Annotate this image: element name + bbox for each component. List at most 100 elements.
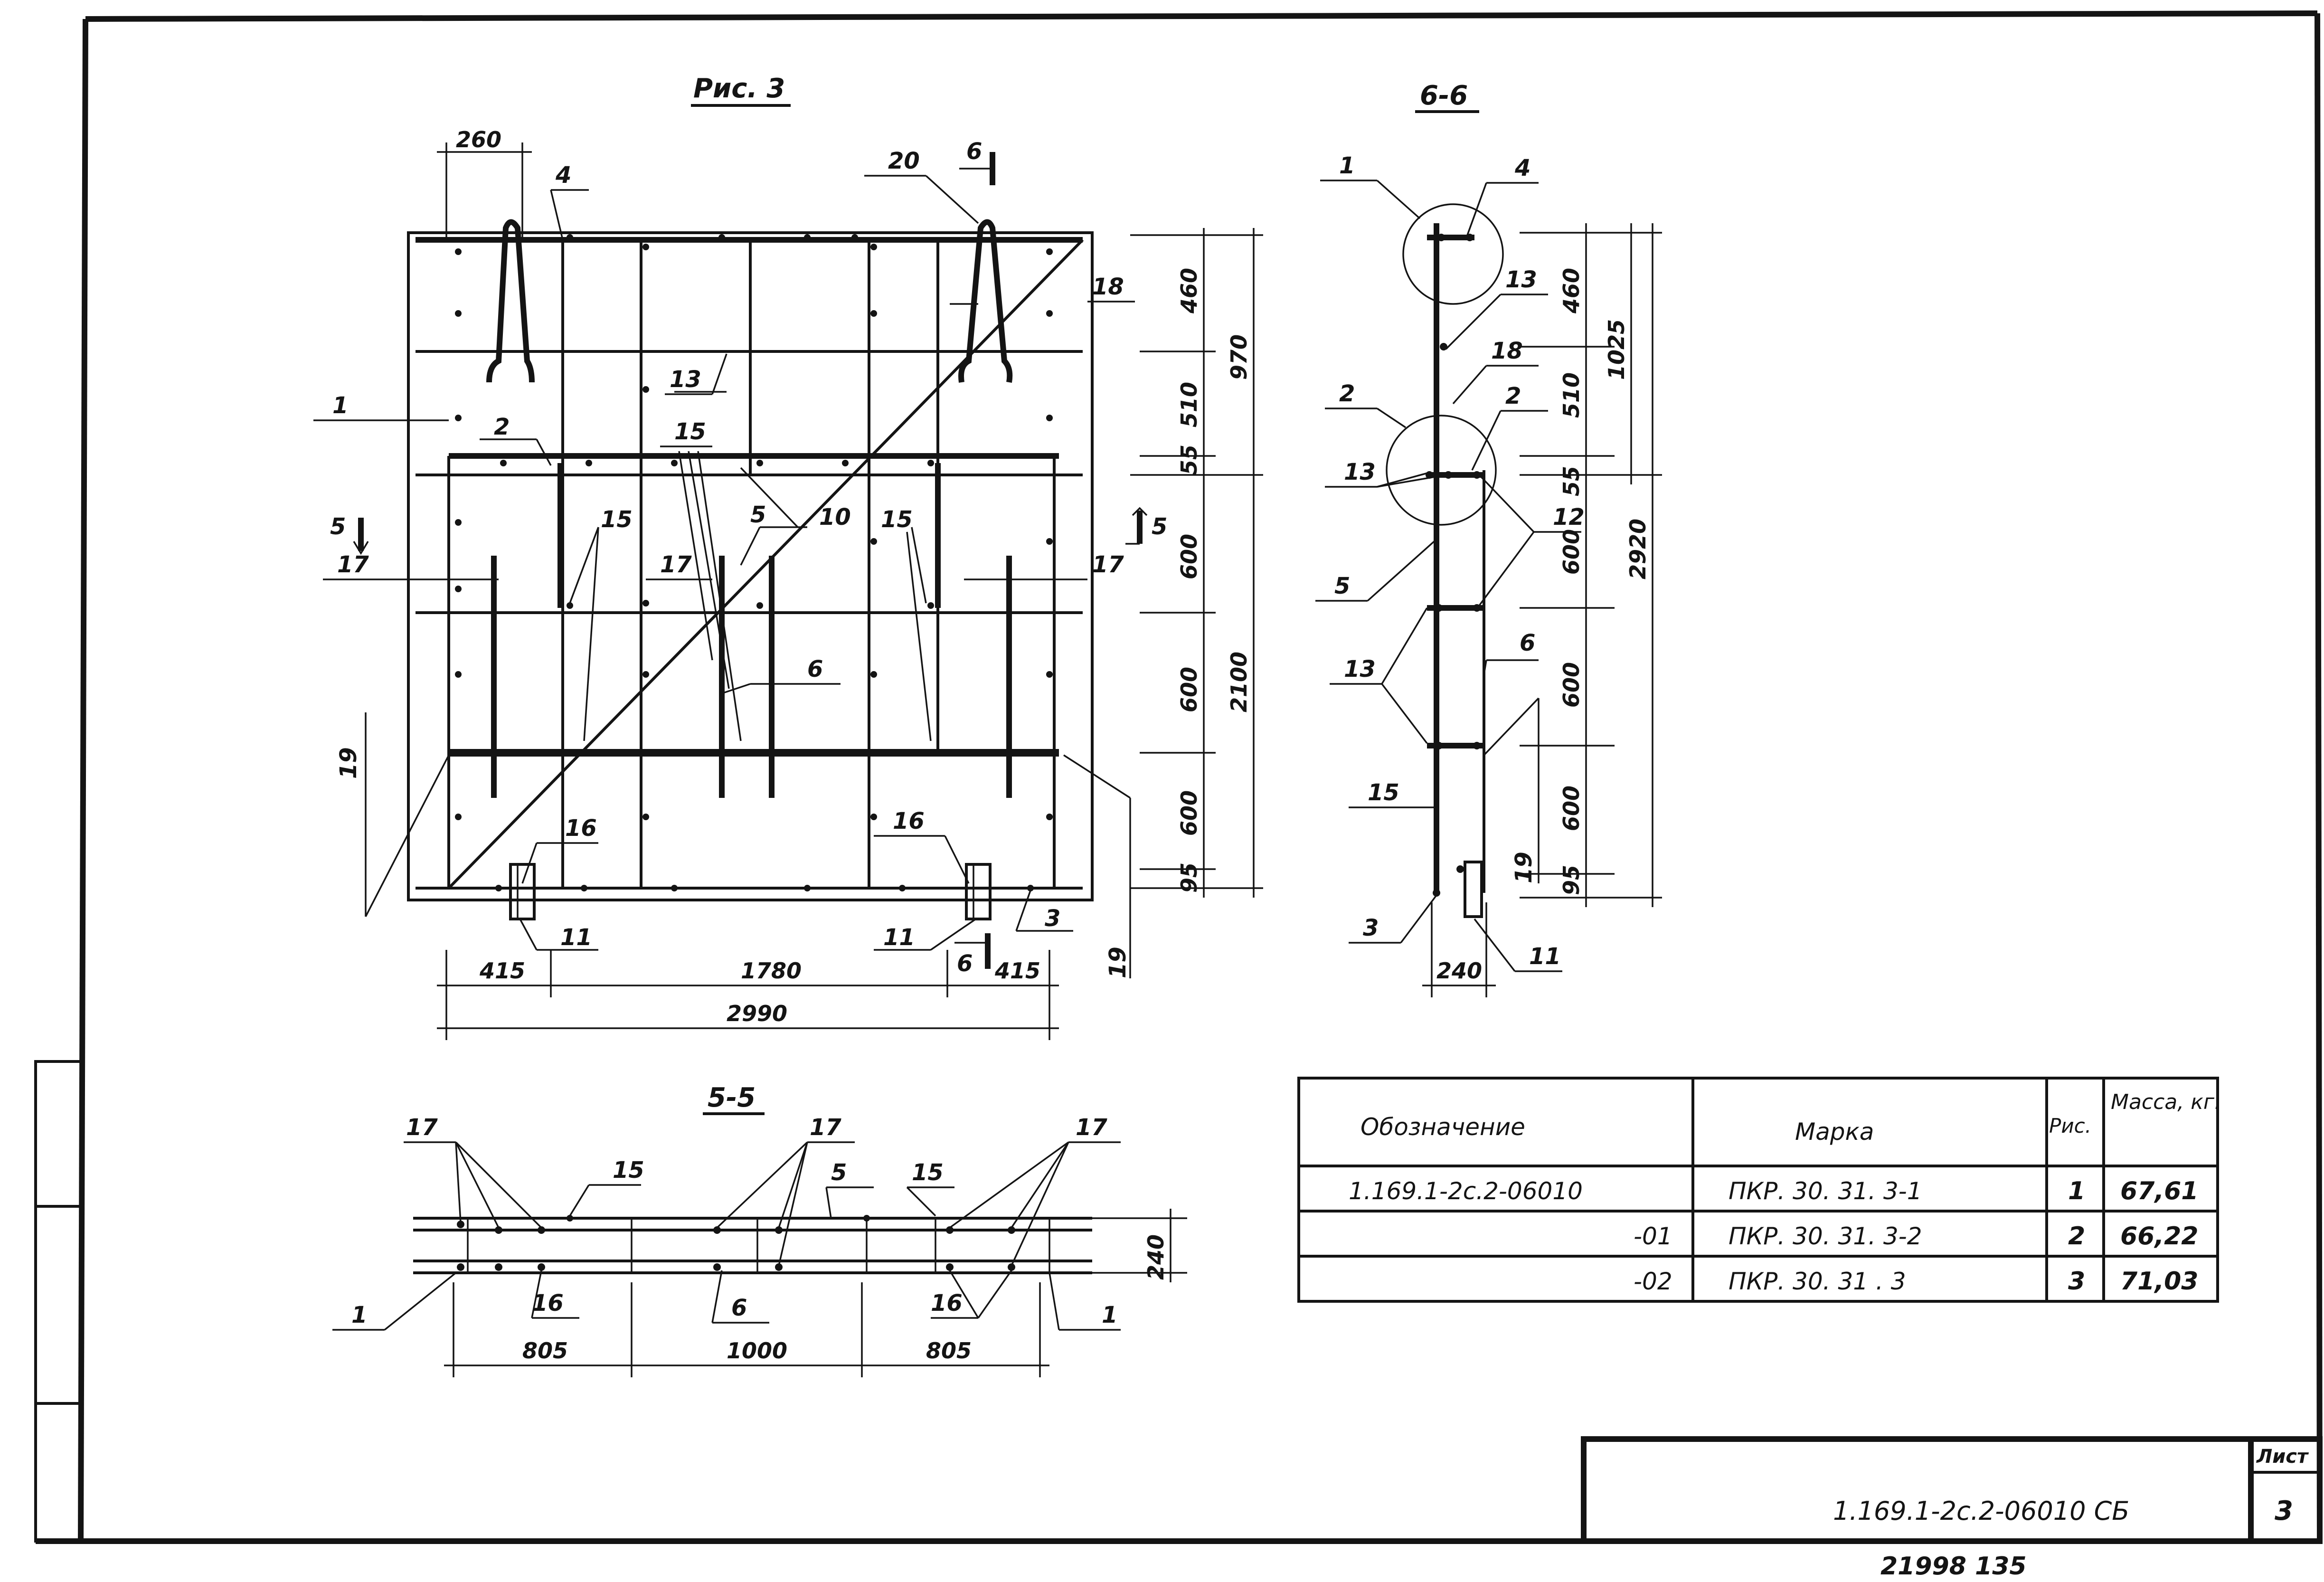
s55-callout-17-right: 17 <box>1076 1114 1107 1141</box>
callout-2: 2 <box>494 414 510 440</box>
s66-dim-460: 460 <box>1559 268 1584 314</box>
s66-callout-13-low: 13 <box>1344 656 1376 682</box>
figure-3-elevation: Рис. 3 <box>313 73 1263 1040</box>
table-header-mass: Масса, кг. <box>2111 1090 2221 1114</box>
s66-callout-6: 6 <box>1520 630 1535 656</box>
callout-15-right: 15 <box>881 506 913 533</box>
cut-6-bottom-label: 6 <box>957 950 973 977</box>
title-block-code: 1.169.1-2с.2-06010 СБ <box>1833 1496 2129 1526</box>
s66-dim-600-b: 600 <box>1559 662 1584 708</box>
callout-1: 1 <box>332 392 348 419</box>
table-header-fig: Рис. <box>2049 1114 2091 1137</box>
inventory-number: 21998 135 <box>1880 1552 2027 1581</box>
s55-callout-15-left: 15 <box>613 1157 644 1184</box>
s55-callout-17-left: 17 <box>406 1114 438 1141</box>
s66-callout-19: 19 <box>1511 852 1537 883</box>
table-row-3-designation: -02 <box>1634 1268 1672 1295</box>
dim-1780: 1780 <box>741 958 802 984</box>
s55-callout-1-left: 1 <box>351 1302 367 1328</box>
callout-17-mid: 17 <box>660 551 692 578</box>
table-row-2-fig: 2 <box>2068 1222 2085 1250</box>
cut-5-right-label: 5 <box>1152 513 1167 540</box>
table-row-3-mark: ПКР. 30. 31 . 3 <box>1729 1268 1906 1295</box>
s66-callout-3: 3 <box>1363 915 1379 941</box>
table-row-1-designation: 1.169.1-2с.2-06010 <box>1349 1177 1583 1205</box>
dim-600-a: 600 <box>1176 534 1202 579</box>
callout-4: 4 <box>555 162 571 189</box>
callout-17-left: 17 <box>337 551 369 578</box>
s66-callout-4: 4 <box>1514 155 1530 181</box>
s55-callout-6: 6 <box>731 1295 747 1321</box>
callout-11-left: 11 <box>560 924 592 951</box>
callout-13: 13 <box>670 366 701 393</box>
dim-260: 260 <box>456 127 501 152</box>
dim-95: 95 <box>1176 862 1202 893</box>
callout-17-right: 17 <box>1092 551 1124 578</box>
callout-6: 6 <box>807 656 823 682</box>
table-header-designation: Обозначение <box>1360 1113 1525 1141</box>
callout-15-top: 15 <box>674 418 706 445</box>
cut-5-left-label: 5 <box>330 513 346 540</box>
s66-callout-13-mid: 13 <box>1344 459 1376 485</box>
table-row-3-mass: 71,03 <box>2120 1267 2198 1296</box>
s55-callout-16-left: 16 <box>532 1290 564 1317</box>
section-cut-marks: 5 5 6 6 <box>330 138 1167 977</box>
dim-970: 970 <box>1226 334 1252 380</box>
callout-20: 20 <box>888 148 920 174</box>
dim-55: 55 <box>1176 445 1202 475</box>
s66-callout-13-top: 13 <box>1505 266 1537 293</box>
callout-16-right: 16 <box>893 808 925 834</box>
s55-dim-805-right: 805 <box>926 1338 972 1364</box>
s55-dim-240: 240 <box>1143 1234 1169 1280</box>
s66-callout-5: 5 <box>1334 573 1350 599</box>
s55-callout-1-right: 1 <box>1102 1302 1117 1328</box>
fig3-dimensions: 260 460 510 55 600 600 600 95 970 2100 <box>437 127 1263 1040</box>
s55-dim-805-left: 805 <box>522 1338 568 1364</box>
s66-dim-2920: 2920 <box>1625 519 1651 579</box>
table-row-2-mass: 66,22 <box>2120 1222 2198 1250</box>
callout-15-left: 15 <box>601 506 633 533</box>
table-row-1-mass: 67,61 <box>2120 1177 2198 1205</box>
callout-18: 18 <box>1092 274 1124 300</box>
s55-callout-15-right: 15 <box>912 1159 944 1186</box>
table-header-mark: Марка <box>1795 1118 1874 1146</box>
dim-415-right: 415 <box>994 958 1040 984</box>
dim-510: 510 <box>1176 382 1202 427</box>
s55-callout-17-mid: 17 <box>810 1114 841 1141</box>
table-row-1-fig: 1 <box>2068 1177 2085 1205</box>
dim-460: 460 <box>1176 268 1202 314</box>
dim-415-left: 415 <box>479 958 525 984</box>
title-block-sheet-label: Лист <box>2256 1446 2309 1468</box>
section-5-5: 5-5 <box>332 1082 1187 1377</box>
dim-600-c: 600 <box>1176 790 1202 836</box>
callout-19-left: 19 <box>335 747 362 779</box>
table-row-2-designation: -01 <box>1634 1222 1672 1250</box>
s66-callout-18: 18 <box>1491 338 1523 364</box>
spec-table: Обозначение Марка Рис. Масса, кг. 1.169.… <box>1297 1077 2221 1303</box>
callout-19-right: 19 <box>1105 947 1131 978</box>
s66-dim-55: 55 <box>1559 466 1584 496</box>
callout-10: 10 <box>819 504 851 530</box>
s66-callout-12: 12 <box>1553 504 1585 530</box>
s66-callout-15: 15 <box>1368 779 1399 806</box>
s66-callout-11: 11 <box>1529 943 1561 970</box>
dim-2100: 2100 <box>1226 652 1252 712</box>
s66-dim-1025: 1025 <box>1604 319 1629 380</box>
s66-callout-1: 1 <box>1339 152 1355 179</box>
s66-dim-95: 95 <box>1559 865 1584 895</box>
s66-callout-2-left: 2 <box>1339 380 1355 407</box>
s55-callout-16-right: 16 <box>931 1290 963 1317</box>
callout-3: 3 <box>1045 905 1060 932</box>
figure-3-leaders <box>313 175 1135 978</box>
table-row-1-mark: ПКР. 30. 31. 3-1 <box>1729 1177 1922 1205</box>
dim-600-b: 600 <box>1176 667 1202 712</box>
s66-dim-240: 240 <box>1436 958 1482 984</box>
s55-callout-5: 5 <box>831 1159 847 1186</box>
s66-dim-600-a: 600 <box>1559 529 1584 575</box>
s66-dim-510: 510 <box>1559 372 1584 418</box>
s66-dim-600-c: 600 <box>1559 786 1584 831</box>
s55-dim-1000: 1000 <box>727 1338 787 1364</box>
callout-16-left: 16 <box>565 815 597 842</box>
table-row-3-fig: 3 <box>2068 1267 2085 1296</box>
